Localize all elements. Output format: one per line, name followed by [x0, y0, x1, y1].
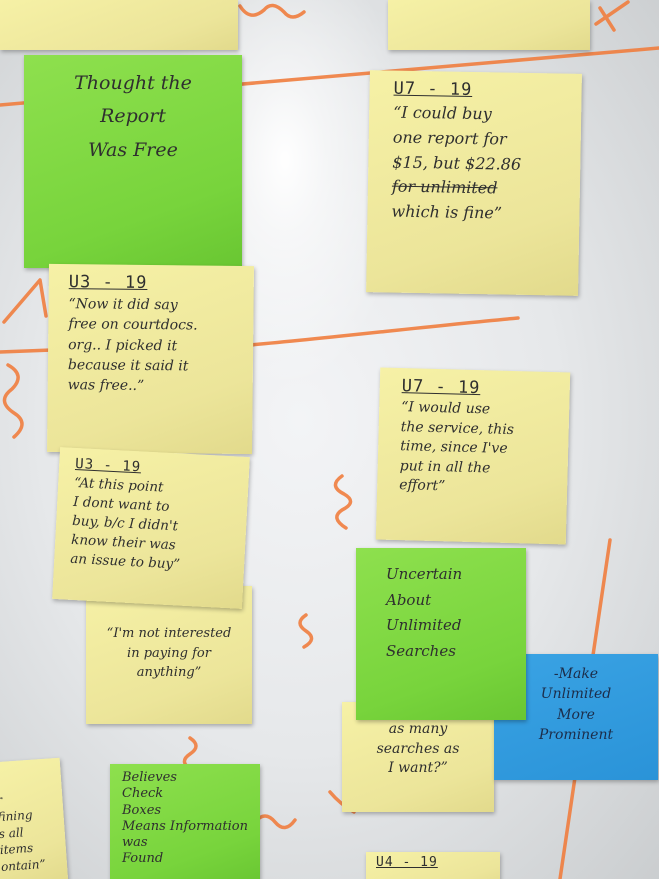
sticky-note-u3-free: U3 - 19 “Now it did say free on courtdoc… [47, 263, 254, 455]
sticky-note-bottom-left: r fining s all items ontain” [0, 757, 69, 879]
note-text: “Now it did say free on courtdocs. org..… [67, 296, 198, 395]
sticky-note-u7-buy: U7 - 19 “I could buy one report for $15,… [366, 70, 582, 296]
note-text: r fining s all items ontain” [0, 792, 47, 875]
sticky-note-u3-point: U3 - 19 “At this point I dont want to bu… [52, 447, 250, 609]
sticky-note-not-interested: “I'm not interested in paying for anythi… [86, 586, 252, 724]
sticky-note-uncertain: Uncertain About Unlimited Searches [356, 548, 526, 720]
marker-squiggle-low [298, 613, 314, 649]
marker-squiggle-mid [333, 474, 353, 530]
marker-line-left [0, 348, 54, 354]
sticky-note-thought-free: Thought the Report Was Free [24, 55, 242, 268]
note-text: “At this point I dont want to buy, b/c I… [69, 474, 181, 573]
note-text: “I would use the service, this time, sin… [398, 399, 515, 495]
note-text: as many searches as I want?” [376, 721, 460, 777]
sticky-note-believes: Believes Check Boxes Means Information w… [110, 764, 260, 879]
marker-arrow-top-right [594, 0, 630, 32]
marker-letters-bottom [253, 814, 297, 830]
note-text: -Make Unlimited More Prominent [538, 666, 614, 743]
note-text: “I'm not interested in paying for anythi… [106, 626, 232, 680]
note-text: which is fine” [391, 201, 503, 223]
user-code-label: U7 - 19 [401, 376, 481, 399]
sticky-note-top-right [388, 0, 590, 50]
note-text-struck: for unlimited [391, 176, 498, 198]
note-text: “I could buy one report for $15, but $22… [392, 102, 522, 174]
note-text: Uncertain About Unlimited Searches [386, 565, 463, 660]
marker-line-middle [248, 316, 520, 347]
note-text: Believes Check Boxes Means Information w… [122, 770, 248, 867]
user-code-label: U7 - 19 [393, 78, 473, 100]
sticky-note-u7-service: U7 - 19 “I would use the service, this t… [375, 367, 571, 545]
note-text: Thought the Report Was Free [74, 72, 192, 161]
user-code-label: U4 - 19 [376, 855, 438, 870]
sticky-note-bottom-middle: U4 - 19 [366, 852, 500, 879]
marker-arrow-left [2, 278, 48, 324]
sticky-note-as-many: as many searches as I want?” [342, 702, 494, 812]
user-code-label: U3 - 19 [68, 272, 148, 293]
marker-word-top [238, 3, 306, 19]
marker-squiggle-left [2, 363, 24, 439]
sticky-note-top-left [0, 0, 238, 50]
